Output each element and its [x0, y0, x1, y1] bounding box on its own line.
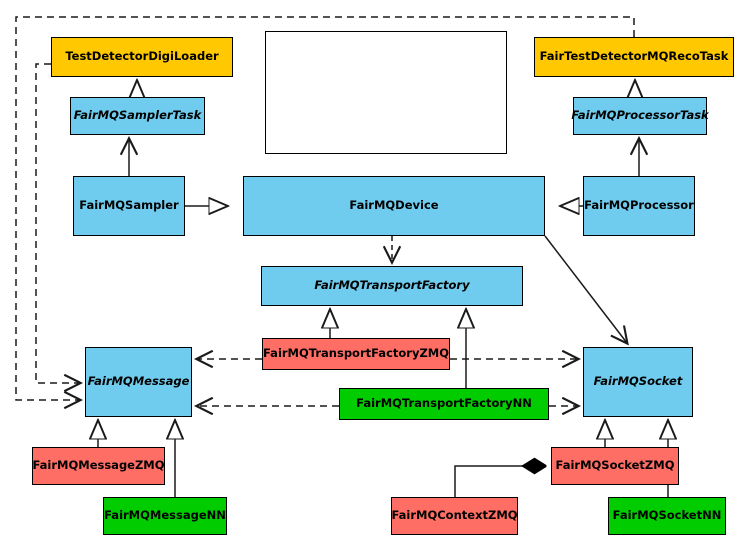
class-node-fairmqmessage[interactable]: FairMQMessage	[85, 347, 192, 417]
class-node-fairmqmessagenn[interactable]: FairMQMessageNN	[103, 497, 227, 535]
class-node-fairmqtransportfactoryzmq[interactable]: FairMQTransportFactoryZMQ	[262, 338, 450, 370]
class-node-fairmqmessagezmq[interactable]: FairMQMessageZMQ	[32, 447, 165, 485]
class-node-fairmqtransportfactory[interactable]: FairMQTransportFactory	[261, 266, 523, 306]
class-node-fairmqdevice[interactable]: FairMQDevice	[243, 176, 545, 236]
legend	[265, 31, 507, 154]
class-node-fairmqtransportfactorynn[interactable]: FairMQTransportFactoryNN	[339, 388, 549, 420]
class-node-fairmqsocketnn[interactable]: FairMQSocketNN	[608, 497, 726, 535]
class-node-fairmqsamplertask[interactable]: FairMQSamplerTask	[70, 97, 205, 135]
class-node-testdetectordigiloader[interactable]: TestDetectorDigiLoader	[51, 37, 233, 77]
class-node-fairmqprocessor[interactable]: FairMQProcessor	[583, 176, 695, 236]
class-node-fairmqcontextzmq[interactable]: FairMQContextZMQ	[391, 497, 518, 535]
edge-socketzmq-contextzmq	[454, 466, 545, 497]
edge-device-socket	[544, 235, 627, 343]
class-node-fairtestdetectormqrecotask[interactable]: FairTestDetectorMQRecoTask	[534, 37, 734, 77]
class-node-fairmqsocket[interactable]: FairMQSocket	[583, 347, 693, 417]
class-node-fairmqprocessortask[interactable]: FairMQProcessorTask	[571, 97, 709, 135]
class-node-fairmqsampler[interactable]: FairMQSampler	[73, 176, 185, 236]
class-node-fairmqsocketzmq[interactable]: FairMQSocketZMQ	[551, 447, 679, 485]
